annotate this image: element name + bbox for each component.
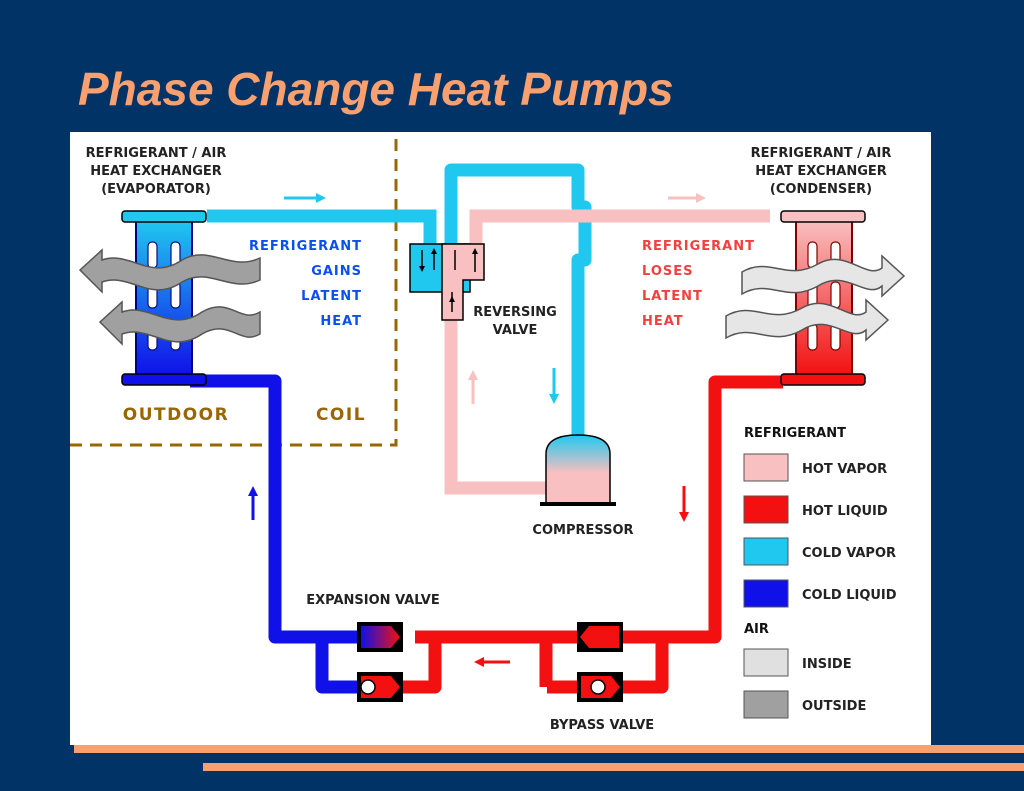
svg-text:LOSES: LOSES: [642, 264, 693, 279]
legend-heading-refrigerant: REFRIGERANT: [744, 426, 846, 441]
condenser-coil: [780, 210, 866, 386]
outdoor-label: OUTDOOR: [123, 405, 229, 425]
svg-text:HEAT: HEAT: [320, 314, 362, 329]
legend: REFRIGERANT AIR: [744, 426, 846, 637]
legend-item: HOT VAPOR: [743, 453, 887, 482]
legend-items: HOT VAPOR HOT LIQUID COLD VAPOR COLD LIQUID…: [743, 453, 897, 719]
hot-vapor-line: [444, 209, 770, 495]
legend-label: OUTSIDE: [802, 699, 866, 714]
svg-text:(EVAPORATOR): (EVAPORATOR): [101, 182, 211, 197]
legend-item: HOT LIQUID: [743, 495, 888, 524]
bypass-valve: [577, 672, 623, 702]
svg-text:GAINS: GAINS: [311, 264, 362, 279]
legend-label: INSIDE: [802, 657, 852, 672]
condenser-note: REFRIGERANT LOSES LATENT HEAT: [642, 239, 755, 329]
slide-title: Phase Change Heat Pumps: [78, 63, 674, 115]
svg-text:REFRIGERANT / AIR: REFRIGERANT / AIR: [86, 146, 227, 161]
evaporator-coil: [121, 210, 207, 386]
evaporator-label: REFRIGERANT / AIR HEAT EXCHANGER (EVAPOR…: [86, 146, 227, 197]
flow-arrow-hot-liquid-down: [679, 486, 689, 522]
svg-text:LATENT: LATENT: [301, 289, 362, 304]
svg-text:REFRIGERANT: REFRIGERANT: [642, 239, 755, 254]
expansion-valve: [357, 622, 403, 652]
compressor: [540, 434, 616, 506]
legend-swatch: [743, 648, 789, 677]
coil-label: COIL: [316, 405, 366, 425]
check-valve-left: [357, 672, 403, 702]
svg-text:(CONDENSER): (CONDENSER): [770, 182, 872, 197]
reversing-valve-label: REVERSING VALVE: [473, 305, 557, 338]
expansion-valve-label: EXPANSION VALVE: [306, 593, 440, 608]
condenser-flow-arrow: [668, 193, 706, 203]
compressor-label: COMPRESSOR: [532, 523, 633, 538]
legend-item: OUTSIDE: [743, 690, 866, 719]
legend-item: INSIDE: [743, 648, 852, 677]
flow-arrow-cold-down: [549, 368, 559, 404]
cold-liquid-line: [190, 374, 360, 694]
expansion-valve-right: [577, 622, 623, 652]
svg-text:HEAT EXCHANGER: HEAT EXCHANGER: [90, 164, 222, 179]
bypass-valve-label: BYPASS VALVE: [550, 718, 654, 733]
condenser-label: REFRIGERANT / AIR HEAT EXCHANGER (CONDEN…: [751, 146, 892, 197]
legend-item: COLD LIQUID: [743, 579, 897, 608]
decorative-stripe-top: [74, 745, 1024, 753]
reversing-valve: [409, 243, 485, 321]
legend-label: COLD LIQUID: [802, 588, 897, 603]
svg-text:HEAT: HEAT: [642, 314, 684, 329]
legend-label: COLD VAPOR: [802, 546, 896, 561]
flow-arrow-cold-liquid-up: [248, 486, 258, 520]
legend-label: HOT LIQUID: [802, 504, 888, 519]
svg-text:REFRIGERANT: REFRIGERANT: [249, 239, 362, 254]
legend-heading-air: AIR: [744, 622, 769, 637]
legend-label: HOT VAPOR: [802, 462, 887, 477]
decorative-stripe-bottom: [203, 763, 1024, 771]
inside-air-arrows: [725, 254, 906, 342]
outside-air-arrows: [78, 248, 261, 346]
legend-swatch: [743, 579, 789, 608]
heat-pump-diagram: REFRIGERANT / AIR HEAT EXCHANGER (EVAPOR…: [70, 132, 931, 745]
legend-swatch: [743, 495, 789, 524]
legend-item: COLD VAPOR: [743, 537, 896, 566]
legend-swatch: [743, 453, 789, 482]
svg-text:LATENT: LATENT: [642, 289, 703, 304]
flow-arrow-hot-up: [468, 370, 478, 404]
evaporator-flow-arrow: [284, 193, 326, 203]
legend-swatch: [743, 537, 789, 566]
outdoor-coil-boundary: [70, 132, 398, 447]
flow-arrow-hot-liquid-left: [474, 657, 510, 667]
evaporator-note: REFRIGERANT GAINS LATENT HEAT: [249, 239, 362, 329]
legend-swatch: [743, 690, 789, 719]
svg-text:HEAT EXCHANGER: HEAT EXCHANGER: [755, 164, 887, 179]
svg-text:REFRIGERANT / AIR: REFRIGERANT / AIR: [751, 146, 892, 161]
svg-text:REVERSING: REVERSING: [473, 305, 557, 320]
svg-text:VALVE: VALVE: [493, 323, 538, 338]
